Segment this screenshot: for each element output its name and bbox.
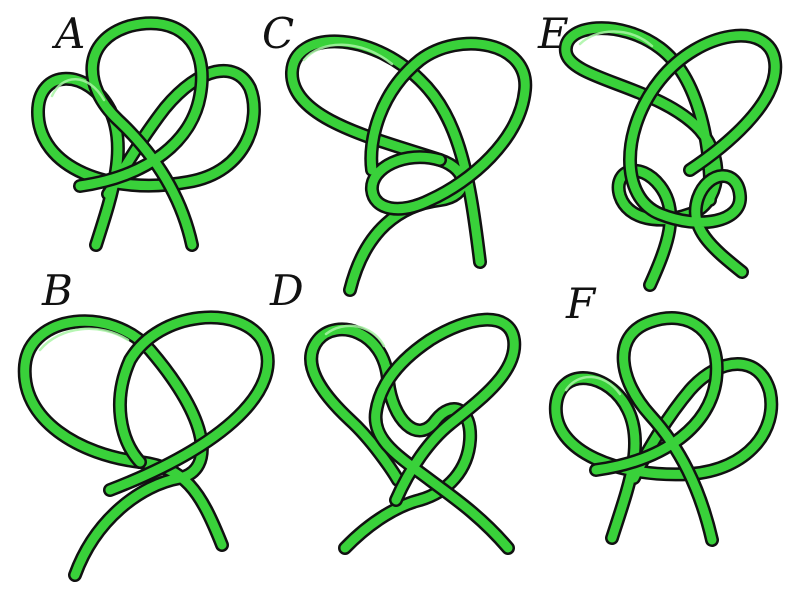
knot-d-rope	[304, 312, 522, 555]
knot-b-rope	[17, 310, 275, 582]
panel-label-d: D	[269, 266, 304, 315]
knot-panel-b: B	[17, 266, 275, 582]
knot-panel-e: E	[537, 9, 783, 292]
knot-e-rope	[558, 21, 783, 292]
knot-a-rope	[31, 16, 261, 252]
knot-panel-a: A	[31, 9, 261, 252]
panel-label-b: B	[41, 266, 73, 315]
panel-label-f: F	[565, 279, 597, 328]
panel-label-a: A	[51, 9, 85, 58]
knot-f-rope	[548, 311, 779, 547]
knot-panel-d: D	[269, 266, 522, 555]
knot-panel-f: F	[548, 279, 779, 547]
knot-c-rope	[284, 34, 533, 297]
knot-panel-c: C	[262, 9, 533, 297]
panel-label-c: C	[262, 9, 294, 58]
